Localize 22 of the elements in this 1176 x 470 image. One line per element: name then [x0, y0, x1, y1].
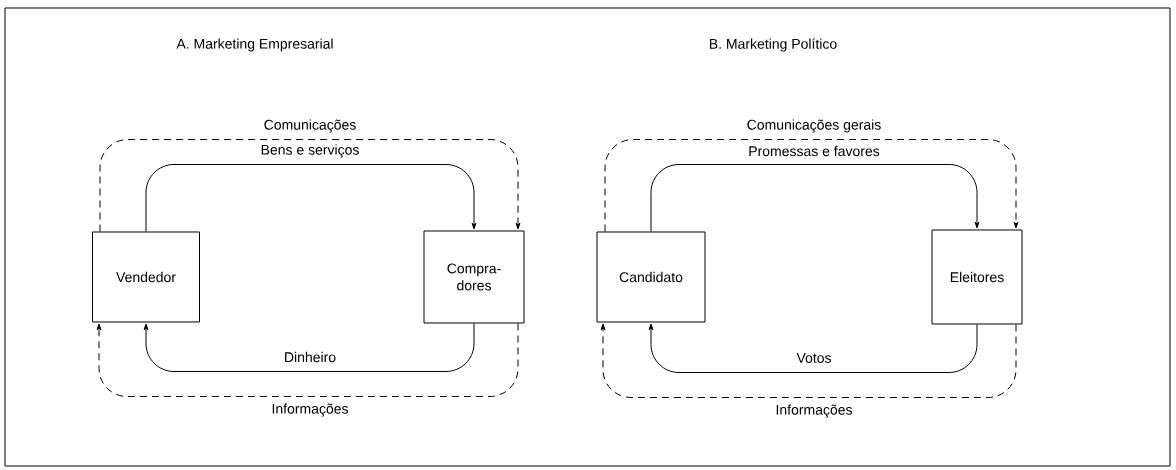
edge-label: Informações [269, 401, 351, 419]
panel-title: A. Marketing Empresarial [176, 38, 333, 52]
arrow [96, 323, 519, 397]
edge-label: Bens e serviços [258, 142, 362, 160]
arrow [650, 164, 980, 232]
edge-label: Promessas e favores [746, 143, 882, 159]
panel-title: B. Marketing Político [709, 38, 837, 52]
box: Candidato [596, 231, 706, 323]
arrow [604, 139, 1019, 232]
arrow [143, 323, 475, 372]
box: Eleitores [931, 229, 1023, 325]
arrow [145, 164, 477, 232]
edge-label: Comunicações gerais [744, 117, 884, 135]
edge-label: Votos [794, 351, 834, 365]
box: Vendedor [92, 231, 200, 323]
edge-label: Dinheiro [281, 349, 339, 365]
arrow [648, 323, 978, 373]
edge-label: Informações [773, 402, 855, 420]
arrow [99, 139, 521, 232]
arrow [600, 323, 1017, 398]
edge-label: Comunicações [261, 117, 359, 135]
box: Compra-dores [423, 230, 525, 324]
